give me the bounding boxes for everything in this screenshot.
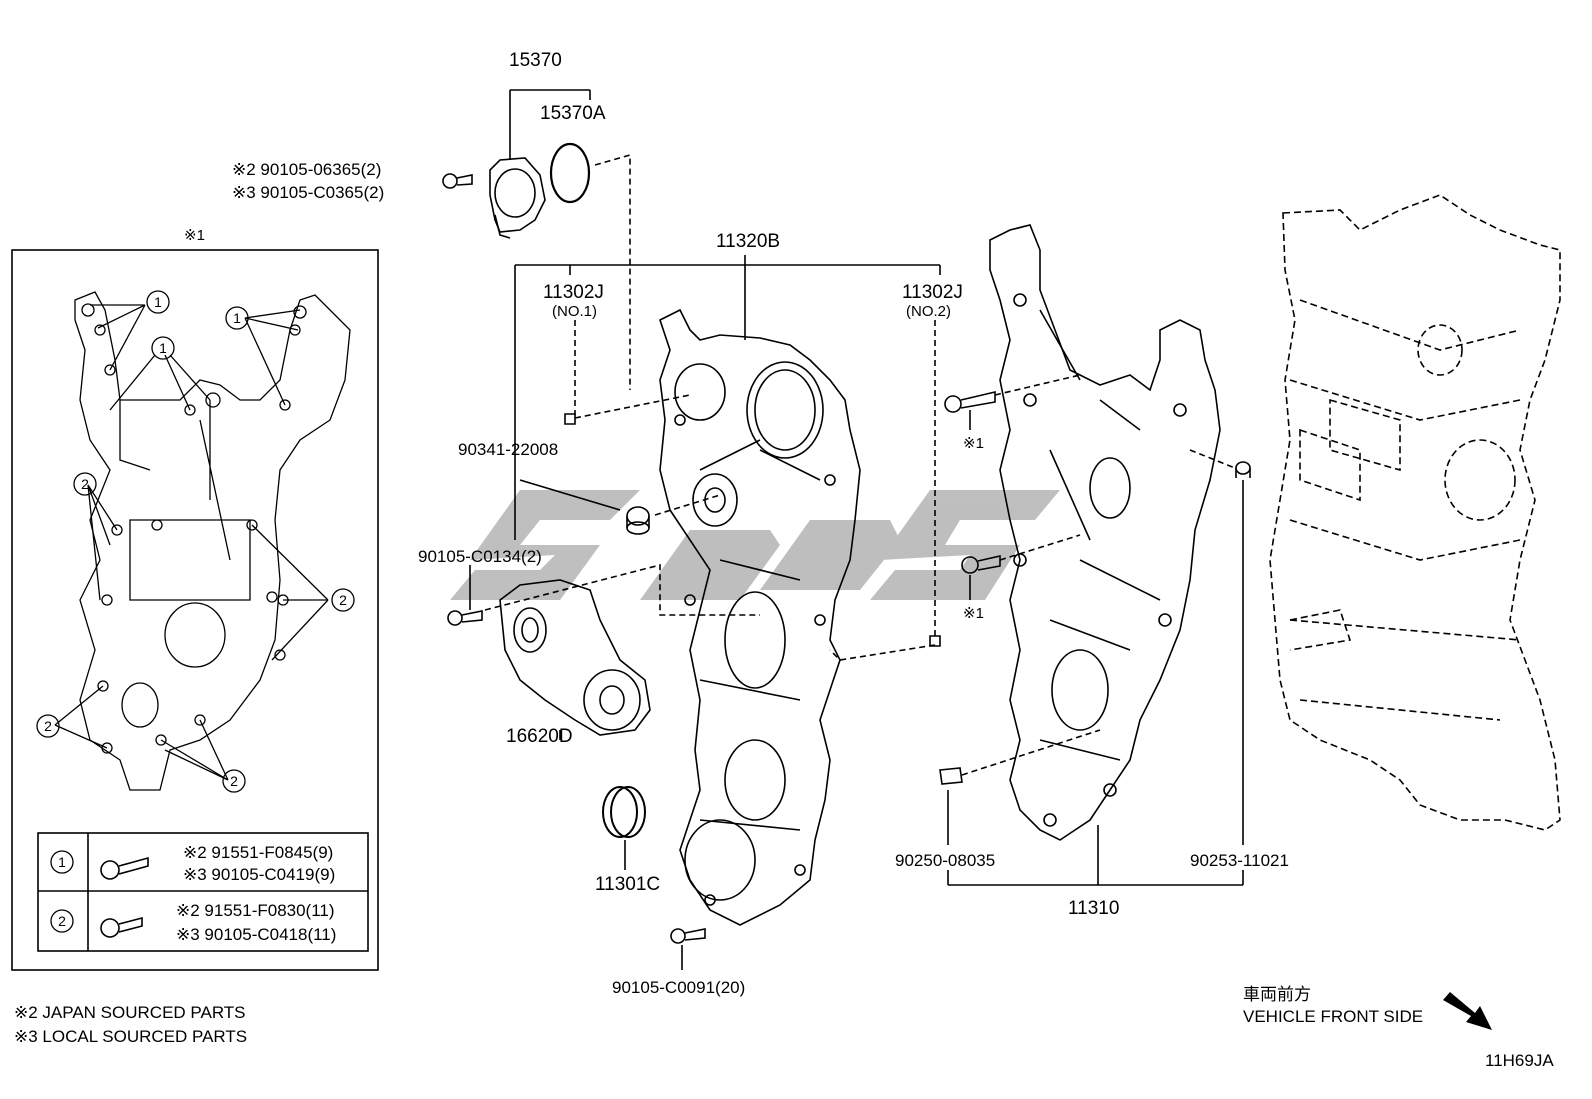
- inset-callout-2d: 2: [230, 773, 238, 789]
- bolt-right-upper-icon: [944, 390, 996, 413]
- inset-callout-2a: 2: [81, 476, 89, 492]
- legend-row2-local: ※3 90105-C0418(11): [176, 925, 337, 944]
- inset-callout-2c: 2: [44, 718, 52, 734]
- label-11301C: 11301C: [595, 874, 661, 895]
- bolt-c0091-icon: [670, 928, 706, 944]
- legend-row1-local: ※3 90105-C0419(9): [183, 865, 336, 884]
- label-bolt-top-jp: ※2 90105-06365(2): [232, 160, 382, 179]
- inset-callout-1c: 1: [159, 340, 167, 356]
- leader-90341: [519, 479, 621, 511]
- inset-callout-circles: [36, 290, 355, 793]
- label-11302J-1: 11302J: [543, 282, 604, 303]
- label-90105-C0091: 90105-C0091(20): [612, 978, 746, 997]
- diagram-code: 11H69JA: [1485, 1051, 1554, 1070]
- dash-right-bolts: [994, 374, 1081, 561]
- part-90253-pin: [1235, 461, 1251, 478]
- legend-table: [37, 832, 369, 952]
- label-11302J-1-note: (NO.1): [552, 303, 597, 320]
- part-15370A-oring: [549, 142, 591, 204]
- part-16620D-tensioner: [499, 579, 651, 736]
- dash-11302J-2: [829, 320, 936, 661]
- label-16620D: 16620D: [506, 726, 573, 747]
- bolt-c0134-icon: [447, 610, 483, 626]
- leader-15370: [509, 89, 591, 160]
- bolt-top-icon: [442, 173, 473, 189]
- leader-11320B: [514, 255, 941, 540]
- inset-title: ※1: [184, 227, 205, 244]
- legend-row1-num: 1: [58, 854, 66, 870]
- legend-row2-jp: ※2 91551-F0830(11): [176, 901, 335, 920]
- label-15370A: 15370A: [540, 103, 606, 124]
- legend-row2-num: 2: [58, 913, 66, 929]
- label-90250: 90250-08035: [895, 851, 996, 870]
- label-11310: 11310: [1068, 898, 1120, 919]
- bolt-right-lower-icon: [961, 554, 1001, 574]
- inset-callout-1b: 1: [233, 310, 241, 326]
- part-11320B-cover: [659, 308, 861, 926]
- dash-11302J-1: [574, 320, 691, 419]
- legend-bolt1-icon: [100, 856, 149, 880]
- inset-callout-1a: 1: [154, 294, 162, 310]
- label-bolt-top-local: ※3 90105-C0365(2): [232, 183, 385, 202]
- label-11302J-2: 11302J: [902, 282, 963, 303]
- inset-callout-lines: [54, 304, 329, 781]
- label-90105-C0134: 90105-C0134(2): [418, 547, 542, 566]
- part-90250-pin: [939, 767, 963, 785]
- note-japan-sourced: ※2 JAPAN SOURCED PARTS: [14, 1003, 246, 1022]
- dash-90253: [1189, 449, 1236, 469]
- legend-row1-jp: ※2 91551-F0845(9): [183, 843, 334, 862]
- label-mark-right-2: ※1: [963, 605, 984, 622]
- leader-11310: [947, 825, 1244, 886]
- pin-11302J-1: [564, 413, 576, 425]
- direction-en: VEHICLE FRONT SIDE: [1243, 1007, 1424, 1026]
- inset-callout-2b: 2: [339, 592, 347, 608]
- dash-15370: [594, 153, 631, 390]
- part-15370-cover: [489, 157, 546, 239]
- dash-90250: [961, 729, 1101, 776]
- part-90341-plug: [626, 506, 650, 535]
- note-local-sourced: ※3 LOCAL SOURCED PARTS: [14, 1027, 248, 1046]
- label-11320B: 11320B: [716, 231, 781, 252]
- label-15370: 15370: [509, 50, 562, 71]
- watermark-logo: [450, 490, 1060, 600]
- engine-block-outline: [1269, 194, 1561, 831]
- direction-jp: 車両前方: [1243, 985, 1311, 1004]
- label-11302J-2-note: (NO.2): [906, 303, 951, 320]
- dash-c0134: [484, 563, 760, 616]
- part-11310-case: [989, 224, 1221, 841]
- label-mark-right-1: ※1: [963, 435, 984, 452]
- inset-frame: [11, 249, 379, 971]
- inset-cover-drawing: [74, 291, 351, 791]
- label-90253: 90253-11021: [1190, 851, 1289, 870]
- legend-bolt2-icon: [100, 916, 143, 938]
- pin-11302J-2: [929, 635, 941, 647]
- dash-90341: [654, 494, 721, 516]
- label-90341: 90341-22008: [458, 440, 559, 459]
- part-11301C-seal: [602, 786, 646, 838]
- vehicle-front-arrow-icon: [1443, 992, 1492, 1030]
